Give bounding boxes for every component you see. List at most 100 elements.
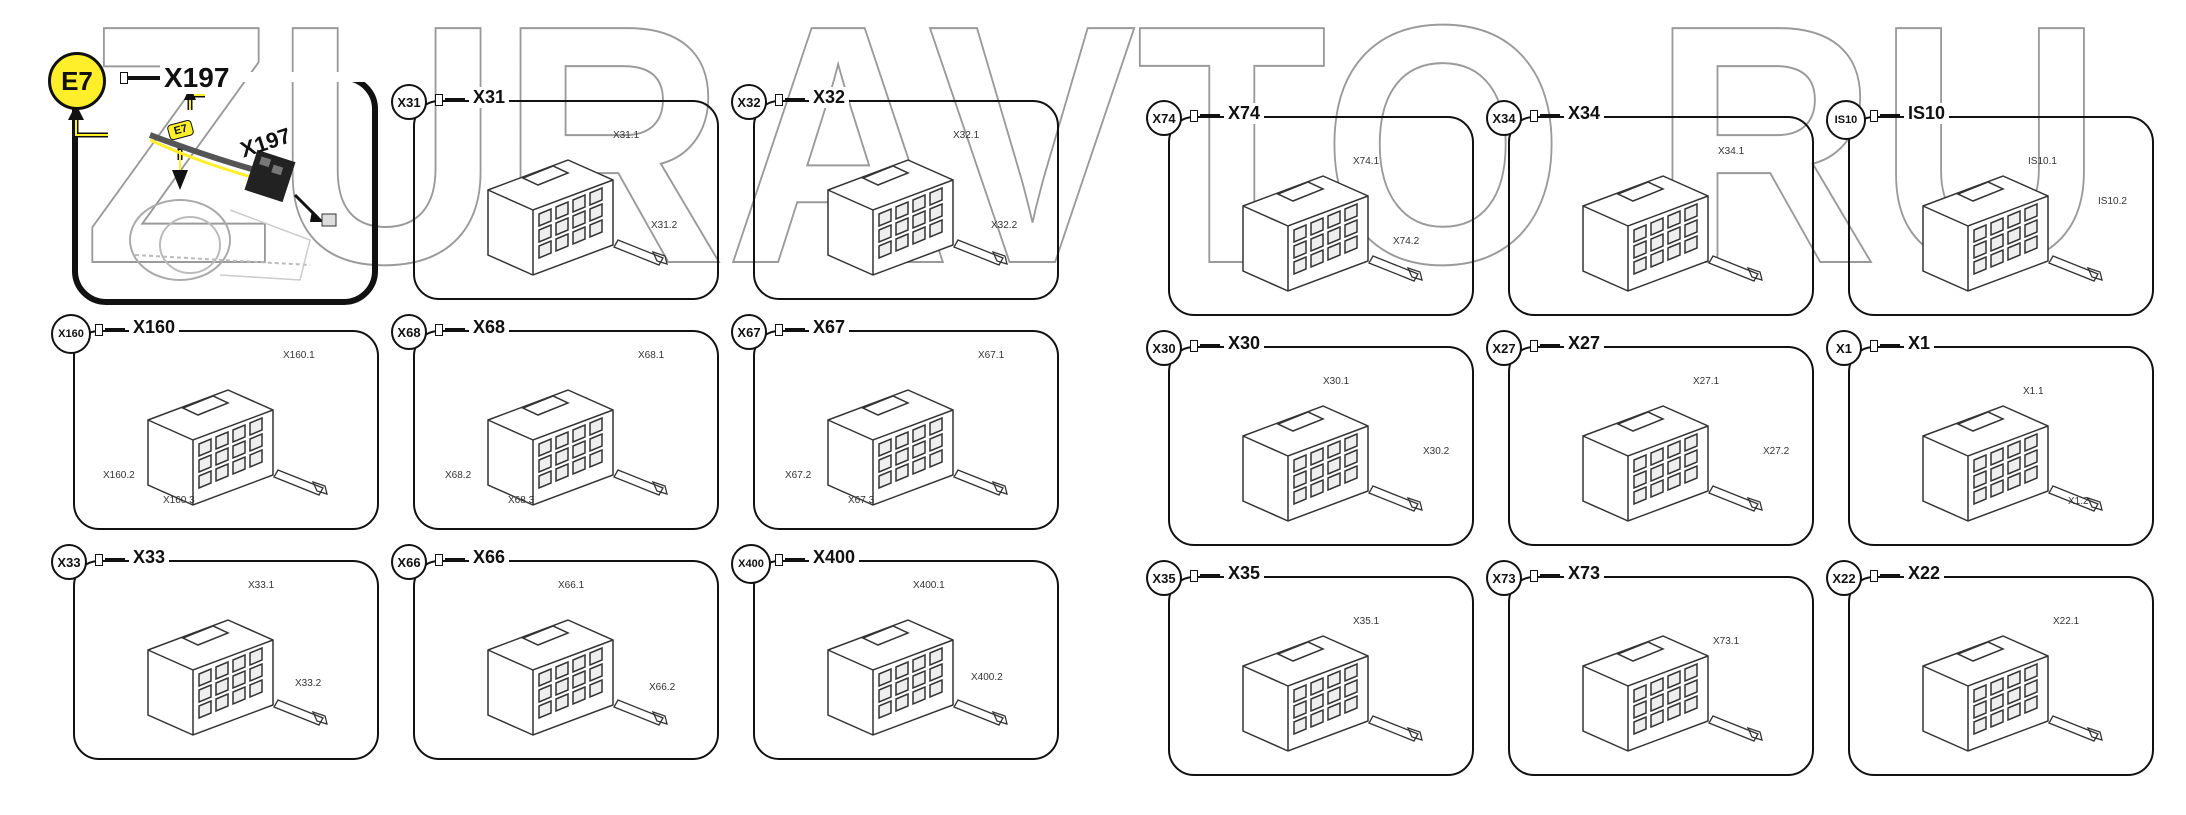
panel-id-badge: X68 bbox=[391, 314, 427, 350]
connector-illustration bbox=[1582, 635, 1763, 752]
part-label: X160.1 bbox=[283, 350, 315, 361]
panel-title: X68 bbox=[469, 317, 510, 338]
part-label: X400.2 bbox=[971, 672, 1003, 683]
part-label: X33.2 bbox=[295, 678, 322, 689]
panel-frame bbox=[73, 330, 379, 530]
hero-id: E7 bbox=[61, 65, 93, 96]
x68-connector-drawing bbox=[487, 389, 614, 506]
x68-terminal-drawing bbox=[613, 469, 668, 496]
connector-plug-icon bbox=[775, 94, 805, 106]
part-label: X1.1 bbox=[2023, 386, 2044, 397]
part-label: X67.2 bbox=[785, 470, 812, 481]
connector-illustration bbox=[487, 159, 668, 276]
panel-frame bbox=[413, 330, 719, 530]
connector-plug-icon bbox=[95, 554, 125, 566]
panel-id-badge: X160 bbox=[51, 314, 91, 354]
panel-title: X32 bbox=[809, 87, 850, 108]
connector-plug-icon bbox=[1870, 110, 1900, 122]
x34-connector-drawing bbox=[1582, 175, 1709, 292]
connector-plug-icon bbox=[95, 324, 125, 336]
connector-illustration bbox=[1922, 405, 2103, 522]
panel-id-badge: X34 bbox=[1486, 100, 1522, 136]
connector-illustration bbox=[827, 389, 1008, 506]
panel-title: X35 bbox=[1224, 563, 1265, 584]
x73-terminal-drawing bbox=[1708, 715, 1763, 742]
part-label: X74.1 bbox=[1353, 156, 1380, 167]
part-label: X73.1 bbox=[1713, 636, 1740, 647]
x160-terminal-drawing bbox=[273, 469, 328, 496]
panel-frame bbox=[1848, 116, 2154, 316]
panel-id-badge: X73 bbox=[1486, 560, 1522, 596]
part-label: X68.3 bbox=[508, 495, 535, 506]
panel-title: X66 bbox=[469, 547, 510, 568]
part-label: X27.1 bbox=[1693, 376, 1720, 387]
panel-id: X73 bbox=[1492, 570, 1516, 586]
panel-title: X160 bbox=[129, 317, 180, 338]
panel-title: X22 bbox=[1904, 563, 1945, 584]
panel-title: X33 bbox=[129, 547, 170, 568]
x160-connector-drawing bbox=[147, 389, 274, 506]
connector-illustration bbox=[147, 389, 328, 506]
panel-id: X67 bbox=[737, 324, 761, 340]
wiring-harness-drawing bbox=[62, 72, 400, 281]
x31-terminal-drawing bbox=[613, 239, 668, 266]
connector-plug-icon bbox=[1870, 340, 1900, 352]
panel-title: X27 bbox=[1564, 333, 1605, 354]
panel-title: X1 bbox=[1904, 333, 1935, 354]
hero-panel[interactable]: E7 X197 E7 X197 bbox=[0, 0, 400, 320]
panel-frame bbox=[413, 560, 719, 760]
x33-connector-drawing bbox=[147, 619, 274, 736]
panel-id: X35 bbox=[1152, 570, 1176, 586]
panel-id-badge: X35 bbox=[1146, 560, 1182, 596]
is10-connector-drawing bbox=[1922, 175, 2049, 292]
panel-frame bbox=[1508, 116, 1814, 316]
part-label: X32.1 bbox=[953, 130, 980, 141]
panel-frame bbox=[1508, 576, 1814, 776]
x1-terminal-drawing bbox=[2048, 485, 2103, 512]
part-label: X68.2 bbox=[445, 470, 472, 481]
connector-illustration bbox=[827, 619, 1008, 736]
x74-terminal-drawing bbox=[1368, 255, 1423, 282]
x35-terminal-drawing bbox=[1368, 715, 1423, 742]
part-label: X22.1 bbox=[2053, 616, 2080, 627]
part-label: X30.2 bbox=[1423, 446, 1450, 457]
connector-illustration bbox=[487, 619, 668, 736]
x74-connector-drawing bbox=[1242, 175, 1369, 292]
connector-plug-icon bbox=[1190, 340, 1220, 352]
panel-id-badge: X31 bbox=[391, 84, 427, 120]
connector-plug-icon bbox=[1870, 570, 1900, 582]
x22-connector-drawing bbox=[1922, 635, 2049, 752]
connector-plug-icon bbox=[775, 324, 805, 336]
hero-id-badge: E7 bbox=[48, 52, 106, 110]
panel-id: X68 bbox=[397, 324, 421, 340]
panel-id-badge: X1 bbox=[1826, 330, 1862, 366]
part-label: IS10.1 bbox=[2028, 156, 2057, 167]
connector-illustration bbox=[147, 619, 328, 736]
panel-frame bbox=[413, 100, 719, 300]
x400-terminal-drawing bbox=[953, 699, 1008, 726]
panel-id-badge: X30 bbox=[1146, 330, 1182, 366]
part-label: X74.2 bbox=[1393, 236, 1420, 247]
x66-terminal-drawing bbox=[613, 699, 668, 726]
part-label: IS10.2 bbox=[2098, 196, 2127, 207]
connector-plug-icon bbox=[1190, 110, 1220, 122]
panel-id-badge: X27 bbox=[1486, 330, 1522, 366]
x32-connector-drawing bbox=[827, 159, 954, 276]
